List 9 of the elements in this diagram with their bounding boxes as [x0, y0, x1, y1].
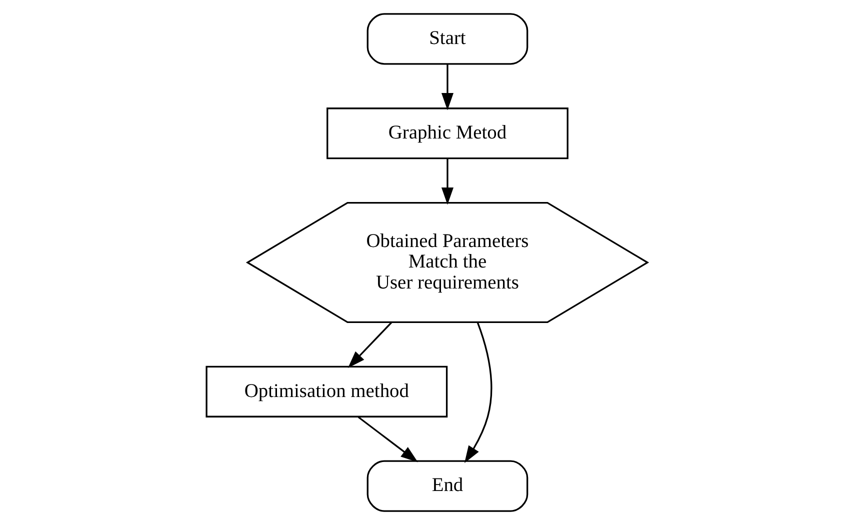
node-box: Optimisation method	[206, 366, 448, 418]
node-box: End	[366, 460, 528, 512]
arrow	[441, 158, 454, 205]
arrow	[464, 322, 492, 464]
arrow	[441, 64, 454, 110]
node-box: Graphic Metod	[326, 108, 568, 160]
arrow	[348, 322, 392, 368]
node-box: Start	[366, 13, 528, 65]
arrow	[358, 416, 418, 462]
